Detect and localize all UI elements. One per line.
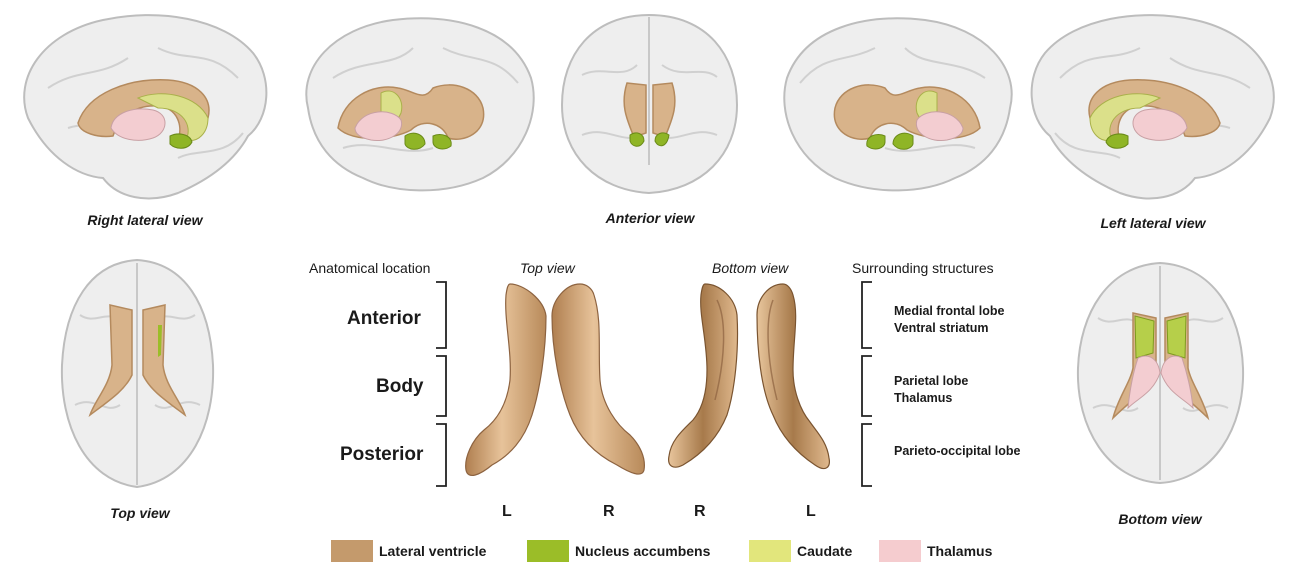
caption-left-lateral-view: Left lateral view [1068, 215, 1238, 231]
surrounding-anterior: Medial frontal lobe Ventral striatum [894, 303, 1004, 337]
ventricle-bottom-view [665, 280, 835, 488]
legend: Lateral ventricle Nucleus accumbens Caud… [0, 539, 1295, 563]
legend-swatch-caudate [749, 540, 791, 562]
brain-anterior-oblique-left [775, 8, 1025, 196]
legend-swatch-lateral-ventricle [331, 540, 373, 562]
side-label-top-right: R [603, 503, 615, 521]
brain-left-lateral [1025, 8, 1290, 206]
caption-anterior-view: Anterior view [565, 210, 735, 226]
ventricle-right-bottom [669, 284, 738, 467]
side-label-top-left: L [502, 503, 512, 521]
brain-anterior [552, 5, 747, 200]
right-brackets [852, 280, 876, 490]
left-brackets [432, 280, 456, 490]
header-top-view: Top view [520, 260, 575, 276]
caption-bottom-view: Bottom view [1075, 511, 1245, 527]
caption-top-view: Top view [55, 505, 225, 521]
legend-item-nucleus-accumbens: Nucleus accumbens [527, 539, 710, 563]
region-anterior: Anterior [347, 308, 421, 330]
ventricle-left-bottom [757, 284, 829, 469]
ventricle-left-top [466, 284, 546, 475]
legend-swatch-nucleus-accumbens [527, 540, 569, 562]
brain-right-lateral [8, 8, 273, 206]
header-bottom-view: Bottom view [712, 260, 788, 276]
brain-top-view [50, 255, 225, 493]
brain-anterior-oblique-right [293, 8, 543, 196]
legend-swatch-thalamus [879, 540, 921, 562]
ventricle-top-view [462, 280, 647, 488]
header-anatomical-location: Anatomical location [309, 260, 430, 276]
caption-right-lateral-view: Right lateral view [60, 212, 230, 228]
surrounding-posterior: Parieto-occipital lobe [894, 443, 1020, 460]
header-surrounding-structures: Surrounding structures [852, 260, 994, 276]
brain-bottom-view [1068, 258, 1253, 486]
legend-item-caudate: Caudate [749, 539, 852, 563]
legend-item-thalamus: Thalamus [879, 539, 992, 563]
region-body: Body [376, 376, 424, 398]
side-label-bottom-right: R [694, 503, 706, 521]
ventricle-right-top [552, 284, 644, 474]
surrounding-body: Parietal lobe Thalamus [894, 373, 968, 407]
region-posterior: Posterior [340, 444, 423, 466]
legend-item-lateral-ventricle: Lateral ventricle [331, 539, 486, 563]
side-label-bottom-left: L [806, 503, 816, 521]
